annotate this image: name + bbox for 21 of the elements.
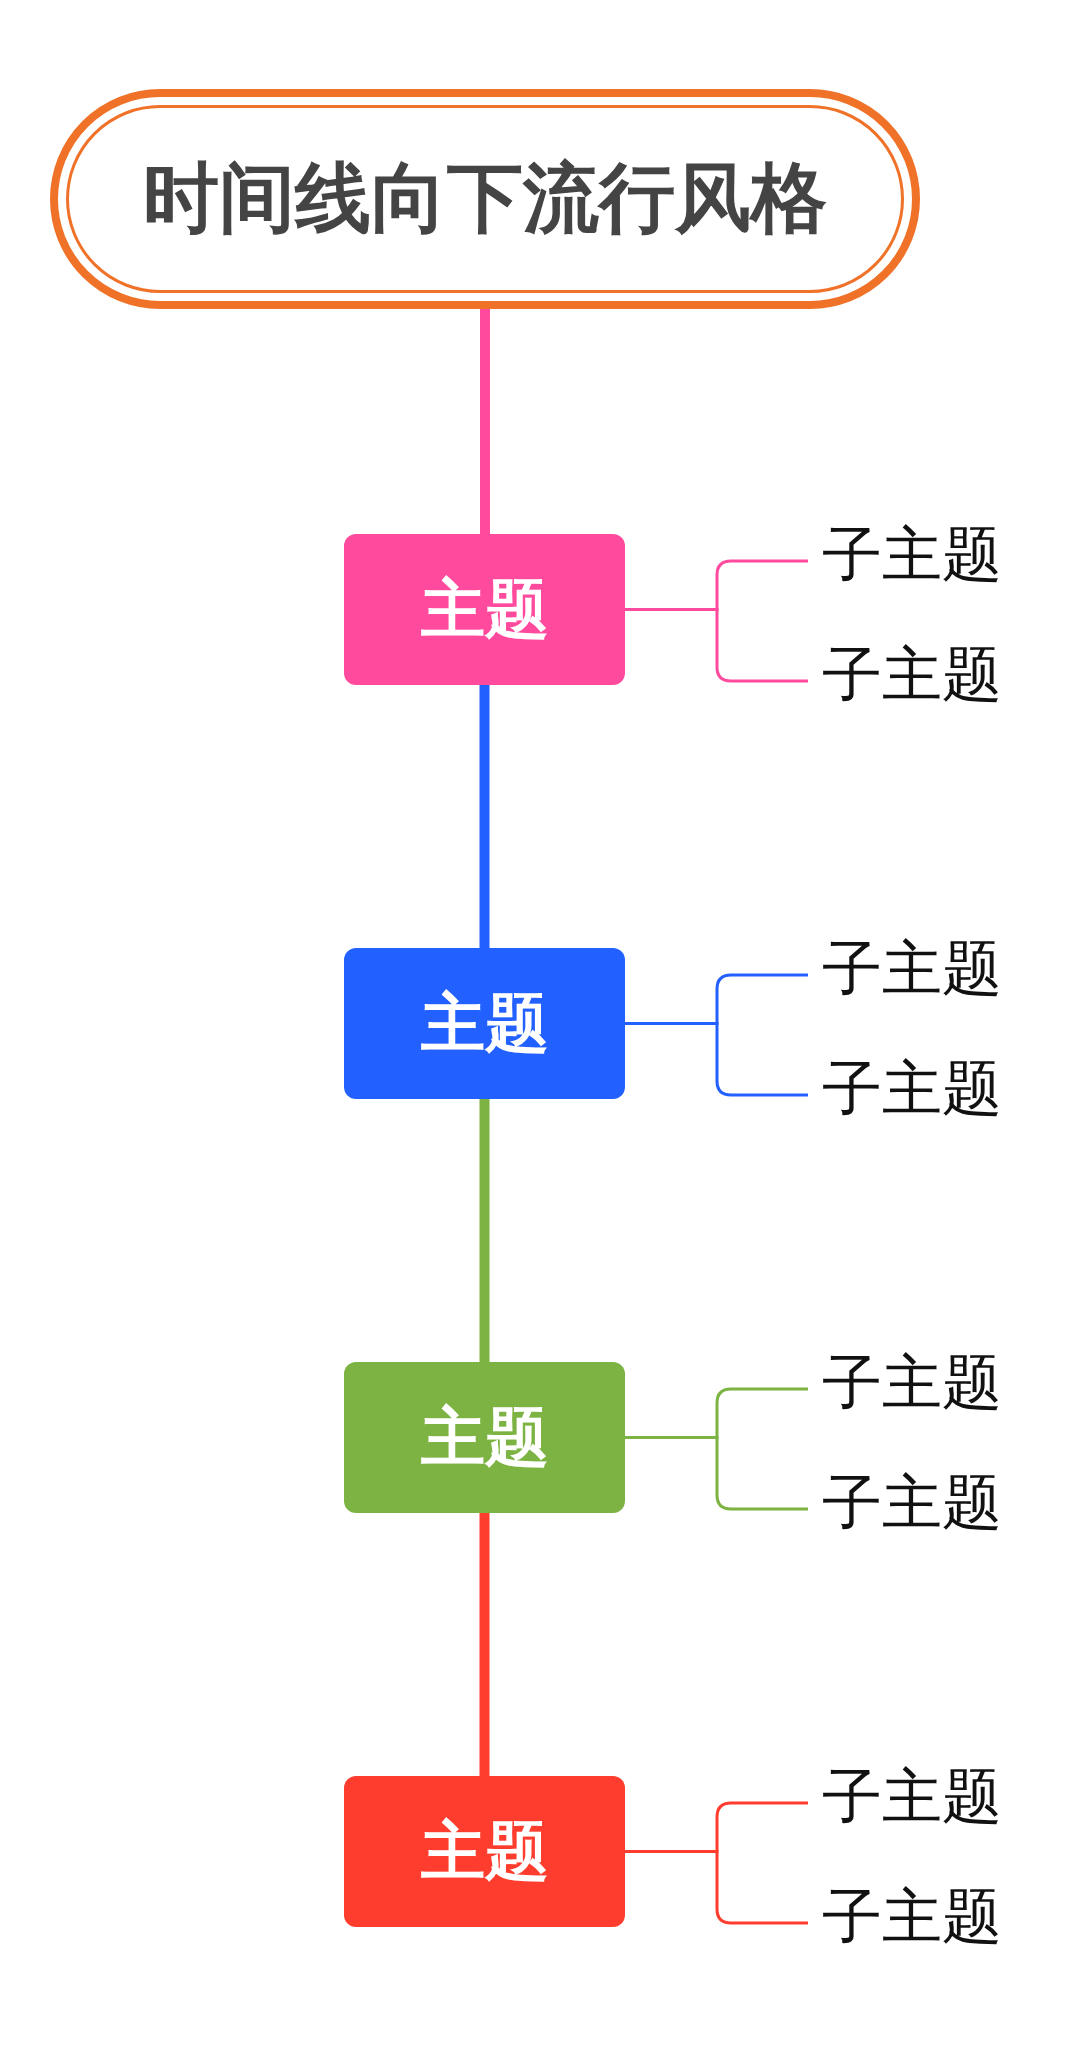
branch-line (625, 1436, 808, 1511)
branch-line (625, 1022, 808, 1097)
title-text: 时间线向下流行风格 (143, 151, 827, 244)
subtopic-text: 子主题 (808, 1463, 1028, 1543)
topic-box: 主题 (344, 1362, 625, 1513)
subtopic-text: 子主题 (808, 1343, 1028, 1423)
subtopic-text: 子主题 (808, 515, 1028, 595)
timeline-line (479, 685, 490, 948)
timeline-line (479, 1099, 490, 1362)
branch-line (625, 608, 808, 683)
branch-line (625, 1850, 808, 1925)
subtopic-text: 子主题 (808, 1877, 1028, 1957)
topic-box: 主题 (344, 948, 625, 1099)
timeline-line (480, 309, 490, 534)
topic-box: 主题 (344, 534, 625, 685)
timeline-line (479, 1513, 490, 1776)
subtopic-text: 子主题 (808, 1049, 1028, 1129)
subtopic-text: 子主题 (808, 635, 1028, 715)
subtopic-text: 子主题 (808, 1757, 1028, 1837)
subtopic-text: 子主题 (808, 929, 1028, 1009)
topic-box: 主题 (344, 1776, 625, 1927)
